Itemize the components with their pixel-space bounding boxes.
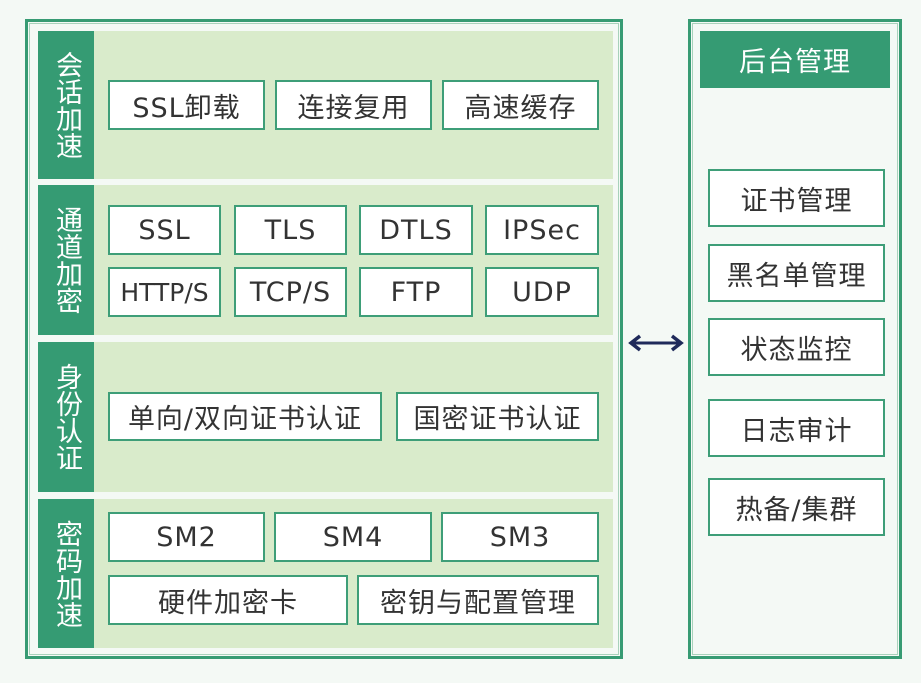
item-ssl[interactable]: SSL (108, 205, 221, 255)
item-certificate-management[interactable]: 证书管理 (708, 169, 885, 227)
double-headed-arrow-icon (628, 334, 684, 352)
item-udp[interactable]: UDP (485, 267, 599, 317)
item-blacklist-management[interactable]: 黑名单管理 (708, 244, 885, 302)
item-key-config-management[interactable]: 密钥与配置管理 (357, 575, 599, 625)
item-dtls[interactable]: DTLS (359, 205, 473, 255)
left-panel: 会话加速 SSL卸载 连接复用 高速缓存 通道加密 SSL TLS DTLS I… (25, 19, 623, 659)
section-label: 身份认证 (38, 342, 94, 492)
item-gm-cert-auth[interactable]: 国密证书认证 (396, 392, 599, 441)
section-channel-encryption: 通道加密 SSL TLS DTLS IPSec HTTP/S TCP/S FTP… (38, 185, 613, 335)
item-sm4[interactable]: SM4 (274, 512, 432, 562)
item-log-audit[interactable]: 日志审计 (708, 399, 885, 457)
item-hardware-crypto-card[interactable]: 硬件加密卡 (108, 575, 348, 625)
item-hot-standby-cluster[interactable]: 热备/集群 (708, 478, 885, 536)
item-sm2[interactable]: SM2 (108, 512, 265, 562)
right-panel-title: 后台管理 (700, 31, 890, 88)
item-one-two-way-cert-auth[interactable]: 单向/双向证书认证 (108, 392, 382, 441)
item-https[interactable]: HTTP/S (108, 267, 221, 317)
right-panel: 后台管理 证书管理 黑名单管理 状态监控 日志审计 热备/集群 (688, 19, 902, 659)
item-high-speed-cache[interactable]: 高速缓存 (442, 80, 599, 130)
item-connection-reuse[interactable]: 连接复用 (275, 80, 432, 130)
section-label: 通道加密 (38, 185, 94, 335)
item-tcps[interactable]: TCP/S (234, 267, 347, 317)
item-ipsec[interactable]: IPSec (485, 205, 599, 255)
item-sm3[interactable]: SM3 (441, 512, 599, 562)
section-session-acceleration: 会话加速 SSL卸载 连接复用 高速缓存 (38, 31, 613, 179)
item-ssl-offload[interactable]: SSL卸载 (108, 80, 265, 130)
section-label: 会话加速 (38, 31, 94, 179)
item-status-monitoring[interactable]: 状态监控 (708, 318, 885, 376)
section-identity-authentication: 身份认证 单向/双向证书认证 国密证书认证 (38, 342, 613, 492)
item-ftp[interactable]: FTP (359, 267, 473, 317)
item-tls[interactable]: TLS (234, 205, 347, 255)
section-label: 密码加速 (38, 499, 94, 648)
section-crypto-acceleration: 密码加速 SM2 SM4 SM3 硬件加密卡 密钥与配置管理 (38, 499, 613, 648)
